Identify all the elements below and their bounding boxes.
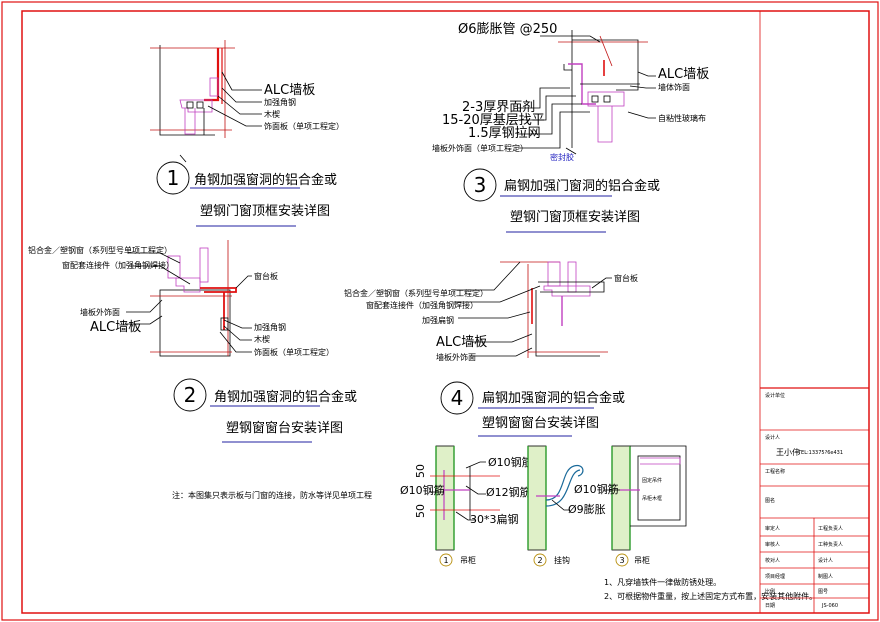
detail-2-title-line2: 塑钢窗窗台安装详图 <box>226 420 343 436</box>
sub-detail-3 <box>604 445 687 551</box>
sub-1-label: 吊柜 <box>460 555 476 565</box>
d3-label-primer: 2-3厚界面剂 <box>462 100 535 115</box>
d2-label-alc: ALC墙板 <box>90 320 141 335</box>
d1-label-facing: 饰面板（单项工程定） <box>264 121 344 131</box>
detail-2-title-line1: 角钢加强窗洞的铝合金或 <box>214 389 357 405</box>
detail-4-marker <box>440 381 474 415</box>
detail-1-number: 1 <box>167 166 180 190</box>
d3-label-mesh: 1.5厚钢拉网 <box>468 126 541 141</box>
tb-project-name: 工程名称 <box>765 468 785 475</box>
sub-3-number: 3 <box>619 556 624 565</box>
d2-label-connector: 窗配套连接件（加强角钢焊接） <box>62 260 174 270</box>
inner-border <box>21 10 870 614</box>
tb-designer-tel: TEL:13375?6e431 <box>797 450 843 456</box>
d4-label-connector: 窗配套连接件（加强角钢焊接） <box>366 300 478 310</box>
sub1-dim-top: 50 <box>414 464 427 478</box>
tb-designer-name: 王小伟 <box>776 447 800 457</box>
sub-detail-2 <box>527 445 584 551</box>
detail-4-title-line2: 塑钢窗窗台安装详图 <box>482 415 599 431</box>
d2-label-angle: 加强角钢 <box>254 322 286 332</box>
d2-label-exterior: 墙板外饰面 <box>80 307 120 317</box>
detail-3 <box>518 30 656 155</box>
sub-1-marker <box>439 553 453 567</box>
detail-1-title-line2: 塑钢门窗顶框安装详图 <box>200 203 330 219</box>
sub3-fix-label2: 吊柜木框 <box>642 495 662 502</box>
d3-label-alc: ALC墙板 <box>658 67 709 82</box>
detail-3-title-line2: 塑钢门窗顶框安装详图 <box>510 209 640 225</box>
d4-label-sill: 窗台板 <box>614 273 638 283</box>
tb-drawing-name: 图名 <box>765 497 775 504</box>
sub-detail-1 <box>430 445 500 551</box>
detail-3-marker <box>463 168 497 202</box>
sub1-rebar-d12: Ø12钢筋 <box>486 485 531 499</box>
sub1-dim-bottom: 50 <box>414 504 427 518</box>
tb-row1-left: 审定人 <box>765 525 780 532</box>
detail-1-marker <box>156 161 190 195</box>
sub-2-number: 2 <box>537 556 542 565</box>
sub-2-marker <box>533 553 547 567</box>
d1-label-angle: 加强角钢 <box>264 97 296 107</box>
sub1-rebar-left: Ø10钢筋 <box>400 483 445 497</box>
d3-label-sealant: 密封胶 <box>550 152 574 162</box>
detail-4-number: 4 <box>451 386 464 410</box>
sub-2-label: 挂钩 <box>554 555 570 565</box>
footnote-2: 2、可根据物件重量，按上述固定方式布置，安装其他附件。 <box>604 591 817 601</box>
tb-design-unit: 设计单位 <box>765 392 785 399</box>
sub-3-label: 吊柜 <box>634 555 650 565</box>
detail-3-title-line1: 扁钢加强门窗洞的铝合金或 <box>504 178 660 194</box>
tb-sheet-label: 图号 <box>818 589 828 595</box>
tb-row4-left: 项目经理 <box>765 573 785 580</box>
detail-2-number: 2 <box>184 383 197 407</box>
tb-sheet-value: JS-060 <box>821 603 838 609</box>
detail-1 <box>150 40 262 163</box>
tb-designer-label: 设计人 <box>765 434 780 441</box>
sub-3-marker <box>615 553 629 567</box>
d3-label-anchor: Ø6膨胀管 @250 <box>458 22 557 37</box>
tb-row3-left: 校对人 <box>765 557 780 564</box>
d4-label-alc: ALC墙板 <box>436 335 487 350</box>
sub3-fix-label1: 固定吊件 <box>642 477 662 484</box>
d3-label-leveling: 15-20厚基层找平 <box>442 113 545 128</box>
tb-ratio-label: 比例 <box>765 588 775 595</box>
d2-label-wedge: 木楔 <box>254 334 270 344</box>
d2-label-sill: 窗台板 <box>254 271 278 281</box>
d3-label-exterior: 墙板外饰面（单项工程定） <box>432 143 528 153</box>
sub1-rebar-d10: Ø10钢筋 <box>488 455 533 469</box>
sub2-rebar-d9: Ø9膨胀 <box>568 502 606 516</box>
detail-3-number: 3 <box>474 173 487 197</box>
d2-label-window: 铝合金／塑钢窗（系列型号单项工程定） <box>28 245 172 255</box>
tb-row2-right: 工种负责人 <box>818 541 843 548</box>
sub1-plate: 30*3扁钢 <box>470 513 519 526</box>
detail-1-title-line1: 角钢加强窗洞的铝合金或 <box>194 172 337 188</box>
sub3-rebar: Ø10钢筋 <box>574 482 619 496</box>
sub-1-number: 1 <box>443 556 448 565</box>
d1-label-wedge: 木楔 <box>264 109 280 119</box>
tb-row2-left: 审核人 <box>765 541 780 548</box>
d1-label-alc: ALC墙板 <box>264 83 315 98</box>
d3-label-wall-finish: 墙体饰面 <box>658 82 690 92</box>
d3-label-glass-cloth: 自粘性玻璃布 <box>658 113 706 123</box>
tb-row3-right: 设计人 <box>818 557 833 564</box>
d4-label-window: 铝合金／塑钢窗（系列型号单项工程定） <box>344 288 488 298</box>
d2-label-facing: 饰面板（单项工程定） <box>254 347 334 357</box>
detail-2-marker <box>173 378 207 412</box>
detail-2 <box>126 240 252 357</box>
tb-row1-right: 工程负责人 <box>818 525 843 532</box>
tb-date-label: 日期 <box>765 603 775 609</box>
d4-label-exterior: 墙板外饰面 <box>436 352 476 362</box>
title-block <box>759 11 869 613</box>
general-note: 注：本图集只表示板与门窗的连接，防水等详见单项工程 <box>172 490 372 500</box>
detail-4 <box>454 261 612 358</box>
detail-4-title-line1: 扁钢加强窗洞的铝合金或 <box>482 390 625 406</box>
footnote-1: 1、凡穿墙铁件一律做防锈处理。 <box>604 577 721 587</box>
d4-label-flat-steel: 加强扁钢 <box>422 315 454 325</box>
tb-row4-right: 制图人 <box>818 573 833 580</box>
